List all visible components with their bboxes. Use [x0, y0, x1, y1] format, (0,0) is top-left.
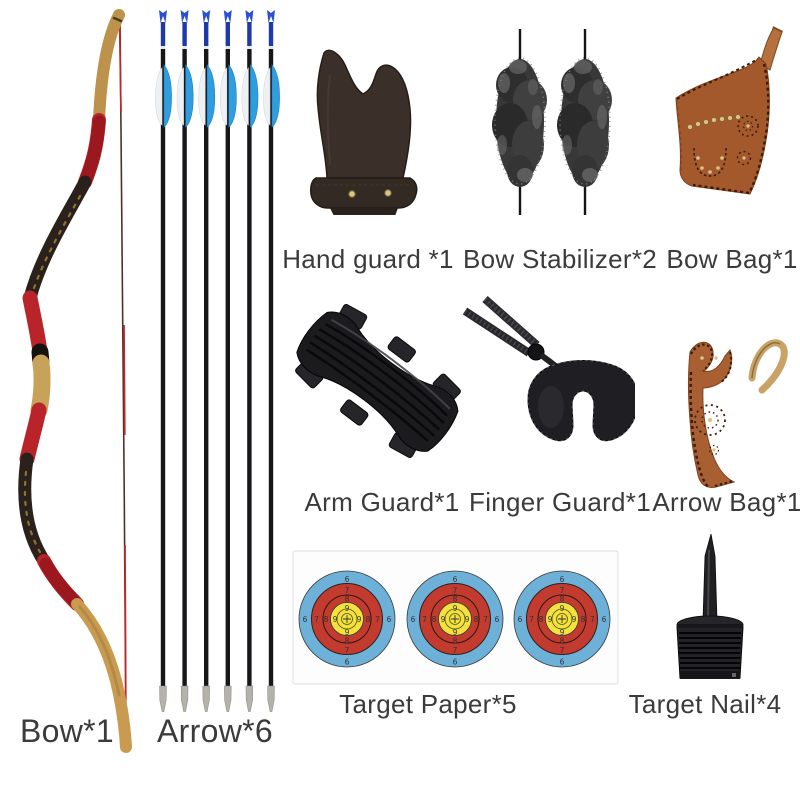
stabilizer-puff	[555, 27, 614, 217]
svg-text:8: 8	[366, 615, 371, 624]
arrow	[263, 9, 280, 712]
svg-text:6: 6	[387, 615, 392, 624]
finger-guard-image	[462, 296, 635, 442]
bow-string	[118, 17, 127, 746]
rivet	[384, 189, 392, 197]
svg-text:6: 6	[345, 575, 350, 584]
svg-text:9: 9	[345, 604, 350, 613]
arrow	[176, 9, 194, 712]
svg-text:7: 7	[375, 615, 380, 624]
arm-guard-label: Arm Guard*1	[304, 487, 460, 517]
bow-label: Bow*1	[20, 713, 114, 749]
svg-text:8: 8	[345, 637, 350, 646]
hand-guard-image	[310, 49, 418, 215]
target-nail-label: Target Nail*4	[628, 689, 782, 719]
svg-text:7: 7	[345, 586, 350, 595]
svg-text:9: 9	[345, 628, 350, 637]
bag-strap	[759, 27, 783, 71]
target-face: 6 7 8 9 9 8 7 6 6 7 8 9 9 8 7 6	[298, 570, 396, 668]
target-nail-body	[676, 533, 744, 679]
bag-pocket	[693, 147, 727, 177]
arm-guard-ridges	[305, 322, 448, 443]
arm-guard-body	[295, 304, 461, 458]
nail-ribs	[679, 632, 741, 669]
svg-text:6: 6	[345, 658, 350, 667]
target-paper-image: 6 7 8 9 9 8 7 6 6 7 8 9 9 8 7 6	[292, 550, 619, 685]
arrow	[219, 9, 237, 712]
arrow	[241, 9, 259, 712]
recurve-bow-image	[18, 9, 132, 753]
hand-guard-label: Hand guard *1	[282, 244, 454, 274]
svg-text:9: 9	[333, 615, 338, 624]
arrow-bag-image	[688, 339, 788, 488]
arm-guard-image	[295, 304, 461, 458]
arrow-label: Arrow*6	[157, 713, 273, 749]
svg-text:8: 8	[345, 595, 350, 604]
finger-guard-label: Finger Guard*1	[469, 487, 651, 517]
bag-strap	[748, 339, 788, 394]
arrow	[155, 10, 172, 712]
target-paper-label: Target Paper*5	[339, 689, 517, 719]
rosette	[737, 115, 759, 137]
rosette	[694, 404, 726, 436]
svg-text:7: 7	[345, 646, 350, 655]
target-face	[513, 570, 611, 668]
finger-guard-cords	[462, 296, 564, 374]
rosette	[736, 150, 752, 166]
hand-guard-body	[310, 49, 418, 215]
bow-body	[18, 9, 132, 753]
arrow-bag-body	[688, 339, 788, 488]
bow-stabilizer-label: Bow Stabilizer*2	[462, 244, 658, 274]
rivet	[348, 190, 356, 198]
arrows-image	[155, 9, 280, 712]
stud-row	[687, 114, 741, 130]
svg-text:9: 9	[357, 615, 362, 624]
arrow-bag-label: Arrow Bag*1	[652, 487, 800, 517]
finger-guard-pad	[527, 360, 635, 442]
target-nail-image	[676, 533, 744, 679]
arrow	[198, 9, 216, 712]
bow-bag-label: Bow Bag*1	[666, 244, 798, 274]
bow-bag-body	[675, 26, 783, 195]
svg-text:8: 8	[324, 615, 329, 624]
bow-bag-image	[675, 26, 783, 195]
target-face	[406, 570, 504, 668]
bow-stabilizer-image	[492, 27, 614, 217]
svg-text:6: 6	[303, 615, 308, 624]
arm-guard-straps	[295, 304, 461, 458]
svg-text:7: 7	[314, 615, 319, 624]
stabilizer-puff	[492, 29, 547, 215]
